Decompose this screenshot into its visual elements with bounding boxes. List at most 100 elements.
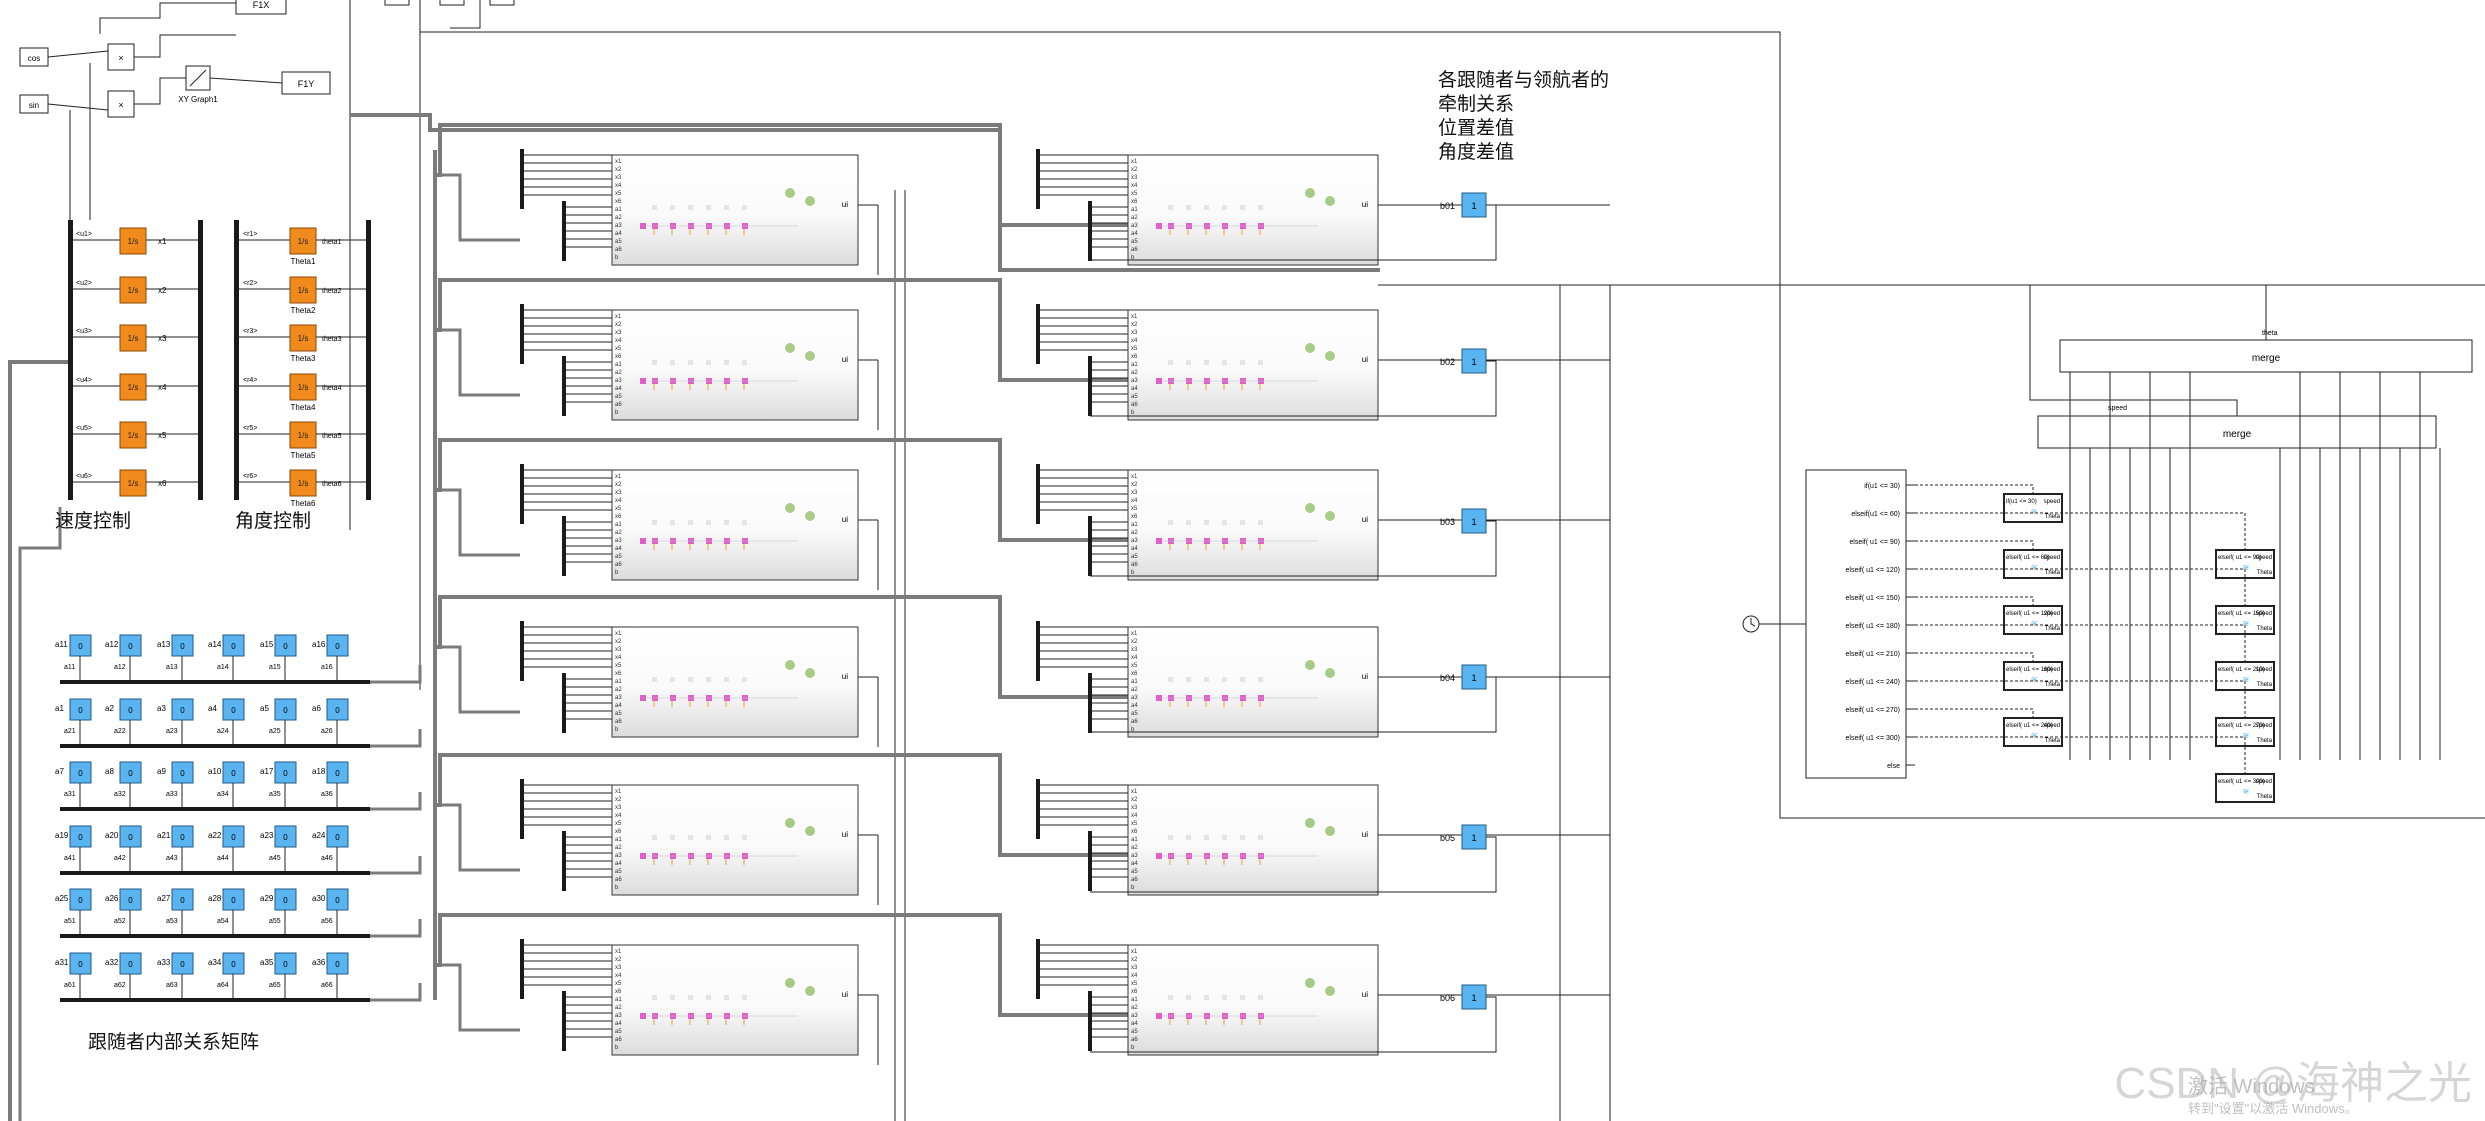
subsystem-block[interactable] xyxy=(611,154,859,266)
subsystem-block[interactable] xyxy=(1127,154,1379,266)
angle-integrator-block[interactable] xyxy=(289,469,317,497)
subsystem-port-label: x2 xyxy=(1131,639,1138,645)
subsystem-block[interactable] xyxy=(1127,309,1379,421)
subsystem-inner-node xyxy=(1186,677,1191,682)
subsystem-block[interactable] xyxy=(1127,469,1379,581)
subsystem-block[interactable] xyxy=(1127,784,1379,896)
integrator-glyph: 1/s xyxy=(298,237,309,246)
action-block-left[interactable] xyxy=(2003,605,2063,635)
merge-block-top[interactable] xyxy=(2059,339,2473,373)
subsystem-port-label: a6 xyxy=(1131,719,1138,725)
angle-integrator-block[interactable] xyxy=(289,324,317,352)
thick-link-line xyxy=(435,328,520,397)
subsystem-green-node xyxy=(785,503,795,513)
subsystem-port-label: a4 xyxy=(1131,861,1138,867)
speed-integrator-block[interactable] xyxy=(119,469,147,497)
subsystem-port-label: a2 xyxy=(615,1005,622,1011)
subsystem-port-label: a2 xyxy=(1131,1005,1138,1011)
matrix-constant-label: a34 xyxy=(208,958,222,967)
speed-integrator-block[interactable] xyxy=(119,227,147,255)
angle-output-label: theta2 xyxy=(322,288,342,295)
left-feedback-line-2 xyxy=(18,507,62,1121)
action-block-left[interactable] xyxy=(2003,549,2063,579)
subsystem-inner-node xyxy=(670,205,675,210)
action-block-right[interactable] xyxy=(2215,549,2275,579)
subsystem-port-label: x3 xyxy=(1131,965,1138,971)
angle-input-label: <r6> xyxy=(243,473,257,480)
subsystem-block[interactable] xyxy=(1127,944,1379,1056)
b-constant-block[interactable] xyxy=(1461,192,1487,218)
subsystem-bus-bar xyxy=(562,831,566,891)
speed-integrator-block[interactable] xyxy=(119,324,147,352)
if-block[interactable] xyxy=(1805,469,1907,779)
subsystem-port-label: x4 xyxy=(615,655,622,661)
speed-integrator-block[interactable] xyxy=(119,373,147,401)
subsystem-inner-node xyxy=(1222,520,1227,525)
matrix-constant-label: a20 xyxy=(105,831,119,840)
b-constant-block[interactable] xyxy=(1461,508,1487,534)
subsystem-port-label: a3 xyxy=(615,695,622,701)
action-theta-label: Theta xyxy=(2257,570,2273,576)
subsystem-inner-node xyxy=(652,520,657,525)
subsystem-port-label: a5 xyxy=(1131,869,1138,875)
product-block-2[interactable] xyxy=(107,90,135,118)
subsystem-port-label: a6 xyxy=(1131,562,1138,568)
angle-output-label: theta4 xyxy=(322,385,342,392)
matrix-constant-value: 0 xyxy=(335,769,340,778)
f1x-block[interactable] xyxy=(235,0,287,15)
angle-integrator-block[interactable] xyxy=(289,276,317,304)
subsystem-block[interactable] xyxy=(611,784,859,896)
matrix-constant-label: a14 xyxy=(208,640,222,649)
bus-bar xyxy=(198,220,203,500)
merge-block-bottom[interactable] xyxy=(2037,415,2437,449)
action-block-left[interactable] xyxy=(2003,717,2063,747)
matrix-sublabel: a55 xyxy=(269,918,281,925)
action-speed-label: speed xyxy=(2256,611,2272,617)
speed-integrator-block[interactable] xyxy=(119,421,147,449)
matrix-sublabel: a34 xyxy=(217,791,229,798)
subsystem-port-label: x5 xyxy=(615,191,622,197)
outer-loop-line xyxy=(420,31,2485,819)
subsystem-inner-node xyxy=(652,835,657,840)
angle-integrator-block[interactable] xyxy=(289,421,317,449)
annotations: 各跟随者与领航者的 牵制关系 位置差值 角度差值 速度控制 角度控制 跟随者内部… xyxy=(55,69,1609,1053)
action-block-left[interactable] xyxy=(2003,661,2063,691)
matrix-constant-value: 0 xyxy=(283,833,288,842)
subsystem-green-node xyxy=(805,826,815,836)
action-trigger-line xyxy=(1915,652,2034,662)
matrix-constant-label: a18 xyxy=(312,767,326,776)
subsystem-block[interactable] xyxy=(611,626,859,738)
product-block-1[interactable] xyxy=(107,43,135,71)
subsystem-port-label: a6 xyxy=(615,247,622,253)
subsystem-block[interactable] xyxy=(611,469,859,581)
b-constant-block[interactable] xyxy=(1461,348,1487,374)
subsystem-block[interactable] xyxy=(611,309,859,421)
angle-integrator-block[interactable] xyxy=(289,373,317,401)
b-constant-block[interactable] xyxy=(1461,824,1487,850)
action-block-right[interactable] xyxy=(2215,661,2275,691)
angle-integrator-block[interactable] xyxy=(289,227,317,255)
subsystem-block[interactable] xyxy=(611,944,859,1056)
subsystem-block[interactable] xyxy=(1127,626,1379,738)
cos-block[interactable] xyxy=(19,47,49,67)
top-block-b[interactable] xyxy=(439,0,465,6)
b-constant-block[interactable] xyxy=(1461,984,1487,1010)
top-block-c[interactable] xyxy=(489,0,515,6)
subsystem-output-label: ui xyxy=(1362,990,1368,999)
top-block-a[interactable] xyxy=(384,0,410,6)
matrix-sublabel: a24 xyxy=(217,728,229,735)
subsystem-pink-node xyxy=(640,223,646,229)
subsystem-inner-node xyxy=(670,520,675,525)
subsystem-inner-node xyxy=(652,205,657,210)
subsystem-port-label: b xyxy=(615,570,619,576)
subsystem-port-label: a1 xyxy=(615,362,622,368)
f1y-block[interactable] xyxy=(281,71,331,95)
matrix-sublabel: a11 xyxy=(64,664,75,671)
matrix-bus-bar xyxy=(60,934,370,938)
matrix-constant-value: 0 xyxy=(128,642,133,651)
angle-output-label: theta1 xyxy=(322,239,342,246)
sin-block[interactable] xyxy=(19,94,49,114)
speed-integrator-block[interactable] xyxy=(119,276,147,304)
subsystem-inner-node xyxy=(706,520,711,525)
